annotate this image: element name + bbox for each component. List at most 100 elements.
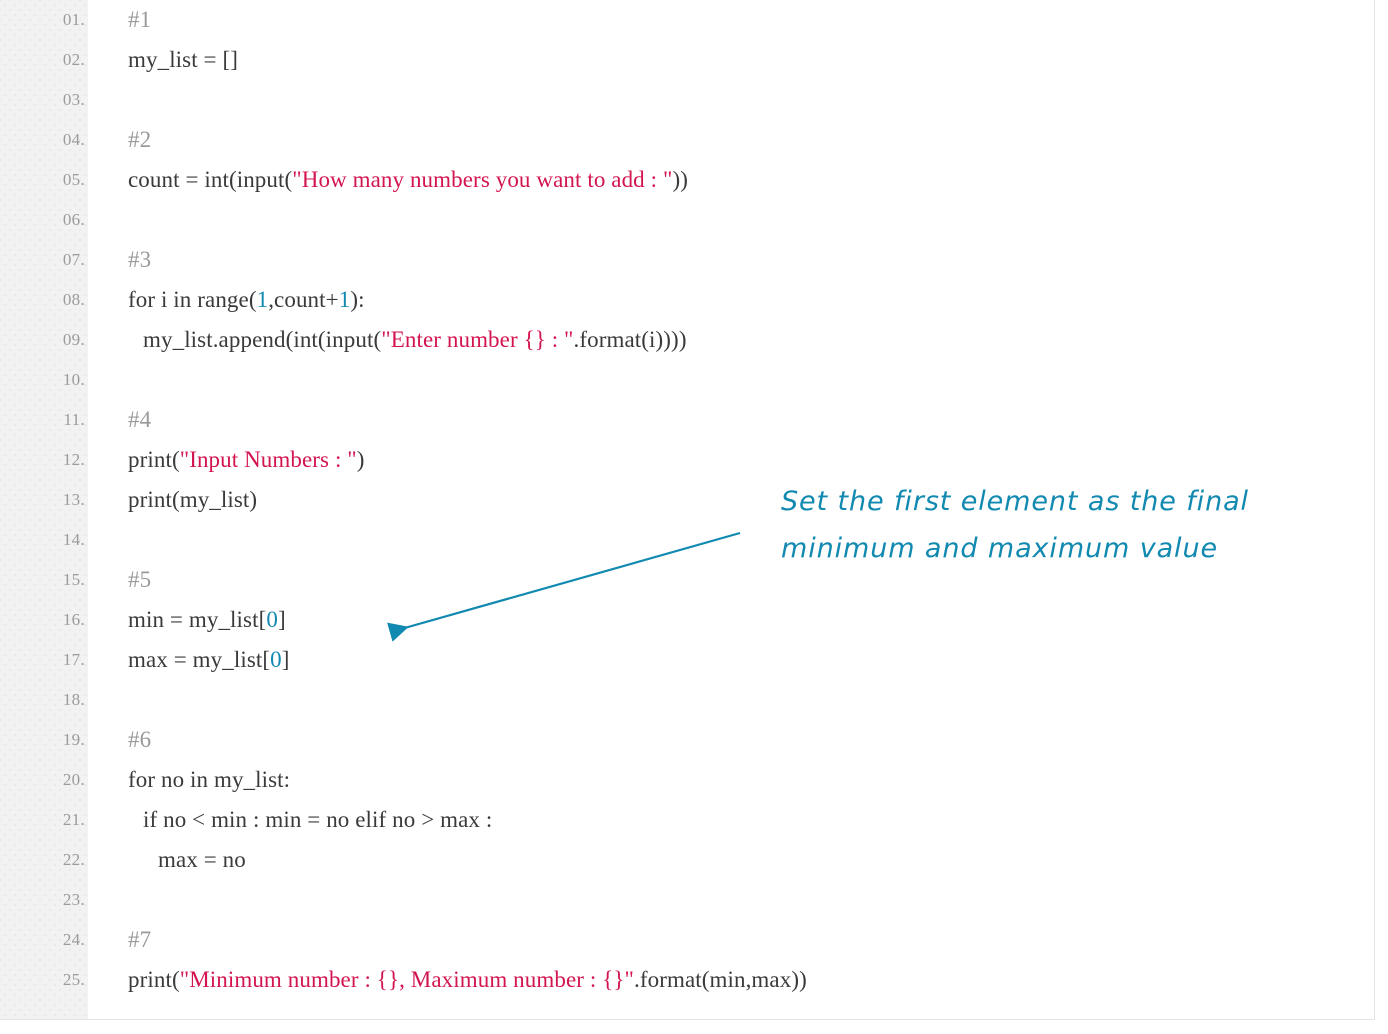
code-plain: max = no [158, 847, 246, 872]
line-number: 02. [62, 50, 85, 69]
code-line: 05. count = int(input("How many numbers y… [0, 160, 1374, 200]
code-comment: #6 [128, 727, 152, 752]
line-number: 12. [62, 450, 85, 469]
code-plain: ) [356, 447, 365, 472]
code-line: 07. #3 [0, 240, 1374, 280]
code-text: my_list.append(int(input("Enter number {… [143, 320, 687, 360]
code-string: "Minimum number : {}, Maximum number : {… [179, 967, 634, 992]
line-number: 25. [62, 970, 85, 989]
line-number: 09. [62, 330, 85, 349]
code-plain: my_list.append(int(input( [143, 327, 382, 352]
code-plain: print( [128, 447, 180, 472]
code-comment: #4 [128, 407, 152, 432]
code-comment: #1 [128, 7, 152, 32]
code-text: for i in range(1,count+1): [128, 280, 365, 320]
code-line: 23. [0, 880, 1374, 920]
code-line: 15. #5 [0, 560, 1374, 600]
line-number-gutter [0, 0, 88, 1019]
line-number: 21. [62, 810, 85, 829]
code-text: max = my_list[0] [128, 640, 290, 680]
line-number: 06. [62, 210, 85, 229]
code-plain: for i in range( [128, 287, 257, 312]
code-line: 18. [0, 680, 1374, 720]
code-text: #4 [128, 400, 151, 440]
code-number: 1 [338, 287, 351, 312]
code-text: count = int(input("How many numbers you … [128, 160, 688, 200]
code-number: 0 [266, 607, 278, 632]
code-line: 25. print("Minimum number : {}, Maximum n… [0, 960, 1374, 1000]
code-line: 10. [0, 360, 1374, 400]
code-plain: for no in my_list: [128, 767, 291, 792]
code-line: 02. my_list = [] [0, 40, 1374, 80]
code-line: 09. my_list.append(int(input("Enter numbe… [0, 320, 1374, 360]
code-text: #3 [128, 240, 151, 280]
code-line: 11. #4 [0, 400, 1374, 440]
code-text: if no < min : min = no elif no > max : [143, 800, 492, 840]
code-plain: max = my_list[ [128, 647, 271, 672]
code-lines-container: 01. #1 02. my_list = [] 03. 04. #2 05. count = i… [0, 0, 1374, 1000]
code-text: #6 [128, 720, 151, 760]
code-text: print("Minimum number : {}, Maximum numb… [128, 960, 807, 1000]
code-number: 1 [256, 287, 269, 312]
code-text: #5 [128, 560, 151, 600]
code-text: print(my_list) [128, 480, 257, 520]
code-line: 13.print(my_list) [0, 480, 1374, 520]
code-text: min = my_list[0] [128, 600, 286, 640]
code-plain: .format(min,max)) [633, 967, 807, 992]
code-plain: min = my_list[ [128, 607, 267, 632]
code-number: 0 [270, 647, 282, 672]
line-number: 23. [62, 890, 85, 909]
line-number: 14. [62, 530, 85, 549]
line-number: 11. [63, 410, 85, 429]
annotation-line-1: Set the first element as the final [781, 486, 1249, 517]
code-plain: print( [128, 967, 180, 992]
code-plain: ,count+ [268, 287, 339, 312]
line-number: 17. [62, 650, 85, 669]
code-string: "Input Numbers : " [179, 447, 357, 472]
line-number: 10. [62, 370, 85, 389]
code-line: 14. [0, 520, 1374, 560]
code-string: "Enter number {} : " [381, 327, 574, 352]
line-number: 19. [62, 730, 85, 749]
code-text: #2 [128, 120, 151, 160]
code-line: 01. #1 [0, 0, 1374, 40]
code-line: 03. [0, 80, 1374, 120]
line-number: 05. [62, 170, 85, 189]
code-line: 21. if no < min : min = no elif no > max … [0, 800, 1374, 840]
code-text: #7 [128, 920, 151, 960]
code-text: max = no [158, 840, 246, 880]
annotation-line-2: minimum and maximum value [781, 533, 1218, 564]
code-comment: #2 [128, 127, 152, 152]
code-plain: ] [277, 607, 286, 632]
code-text: #1 [128, 0, 151, 40]
line-number: 01. [62, 10, 85, 29]
code-line: 16. min = my_list[0] [0, 600, 1374, 640]
line-number: 22. [62, 850, 85, 869]
code-text: print("Input Numbers : ") [128, 440, 365, 480]
code-plain: ): [350, 287, 365, 312]
code-line: 22. max = no [0, 840, 1374, 880]
code-line: 04. #2 [0, 120, 1374, 160]
line-number: 16. [62, 610, 85, 629]
code-line: 12. print("Input Numbers : ") [0, 440, 1374, 480]
code-text: for no in my_list: [128, 760, 290, 800]
line-number: 03. [62, 90, 85, 109]
code-line: 19. #6 [0, 720, 1374, 760]
code-plain: )) [672, 167, 688, 192]
code-plain: if no < min : min = no elif no > max : [143, 807, 493, 832]
code-comment: #3 [128, 247, 152, 272]
code-line: 24.#7 [0, 920, 1374, 960]
code-line: 08.for i in range(1,count+1): [0, 280, 1374, 320]
line-number: 15. [62, 570, 85, 589]
code-plain: print(my_list) [128, 487, 258, 512]
code-plain: ] [281, 647, 290, 672]
code-line: 06. [0, 200, 1374, 240]
line-number: 08. [62, 290, 85, 309]
code-comment: #7 [128, 927, 152, 952]
line-number: 04. [62, 130, 85, 149]
line-number: 07. [62, 250, 85, 269]
code-line: 17. max = my_list[0] [0, 640, 1374, 680]
line-number: 18. [62, 690, 85, 709]
code-plain: my_list = [] [128, 47, 239, 72]
code-line: 20.for no in my_list: [0, 760, 1374, 800]
